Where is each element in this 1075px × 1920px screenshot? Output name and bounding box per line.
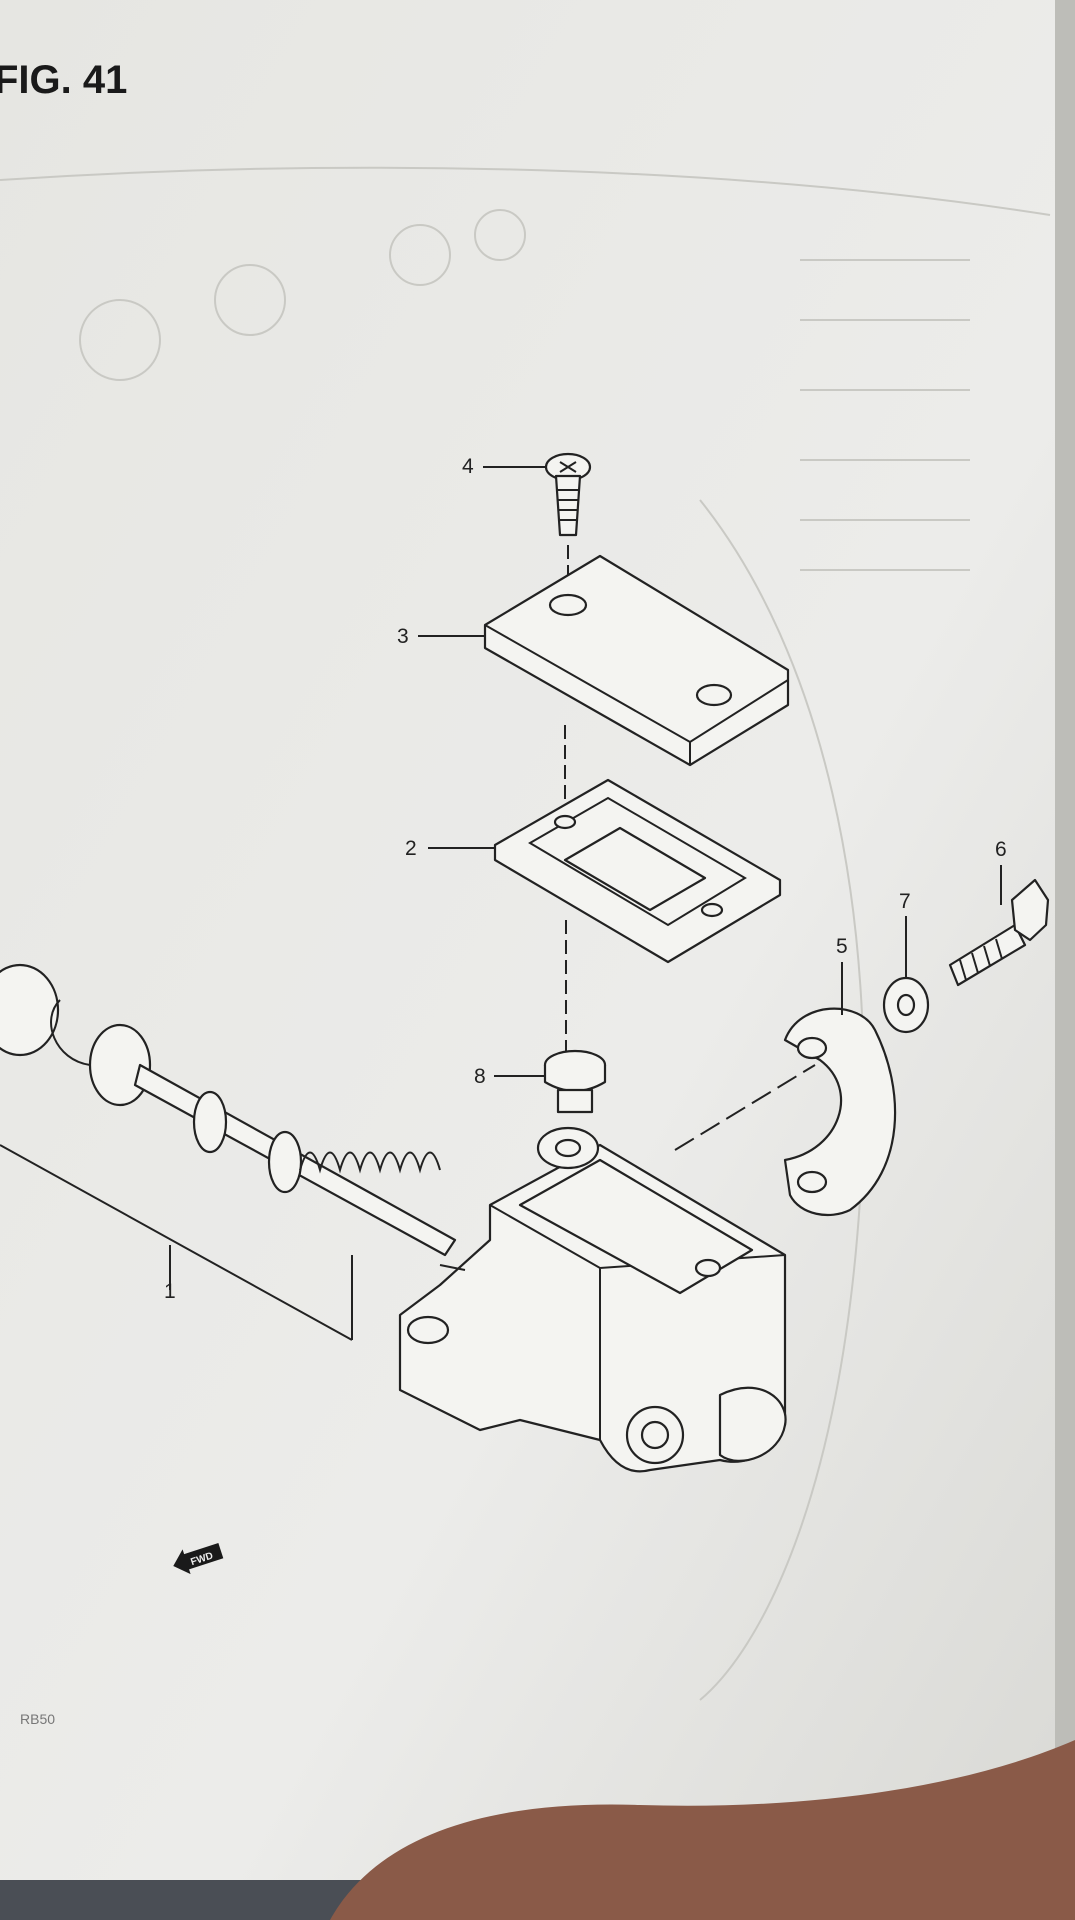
callout-number: 2 <box>405 837 417 860</box>
paper <box>0 0 1060 1890</box>
washer <box>882 976 930 1034</box>
callout-2: 2 <box>405 837 495 860</box>
callout-number: 7 <box>899 890 911 913</box>
boot-cap <box>543 1049 607 1114</box>
callout-7: 7 <box>899 890 911 978</box>
holder-clamp <box>674 1007 897 1217</box>
background-surface <box>0 1880 400 1920</box>
callout-number: 6 <box>995 838 1007 861</box>
diaphragm <box>493 778 782 1060</box>
callout-1: 1 <box>164 1280 176 1303</box>
reservoir-cover <box>483 554 790 810</box>
callout-number: 8 <box>474 1065 486 1088</box>
page-edge <box>1055 0 1075 1920</box>
clamp-bolt <box>948 878 1050 987</box>
footer-code: RB50 <box>20 1711 55 1727</box>
master-cylinder-body <box>398 1126 787 1473</box>
callout-4: 4 <box>462 455 546 478</box>
callout-5: 5 <box>836 935 848 1015</box>
callout-number: 4 <box>462 455 474 478</box>
cover-screw <box>544 452 592 598</box>
callout-6: 6 <box>995 838 1007 905</box>
callout-number: 5 <box>836 935 848 958</box>
callout-number: 1 <box>164 1280 176 1303</box>
callout-number: 3 <box>397 625 409 648</box>
callout-8: 8 <box>474 1065 545 1088</box>
figure-title: FIG. 41 <box>0 58 127 102</box>
piston-assembly <box>0 963 466 1341</box>
callout-3: 3 <box>397 625 485 648</box>
hand <box>330 1740 1075 1920</box>
